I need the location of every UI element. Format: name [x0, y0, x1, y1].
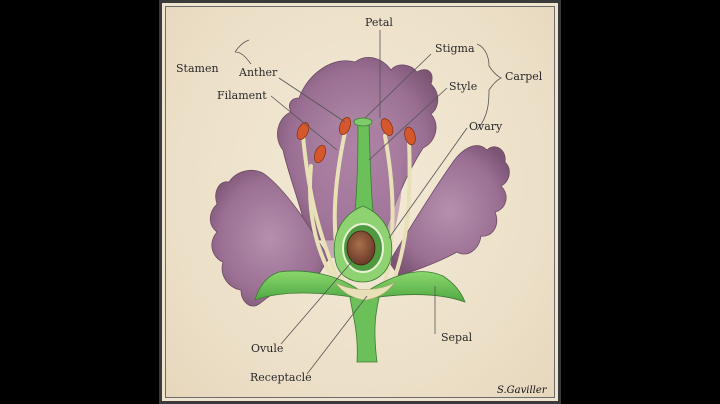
label-stigma: Stigma	[435, 42, 475, 55]
sepal-right	[369, 272, 465, 302]
label-anther: Anther	[238, 66, 278, 79]
label-stamen: Stamen	[176, 62, 219, 75]
label-style: Style	[449, 80, 477, 93]
carpel-brace	[477, 44, 501, 130]
label-petal: Petal	[365, 16, 393, 29]
artist-signature: S.Gaviller	[497, 385, 548, 396]
ovule	[347, 231, 375, 265]
label-filament: Filament	[217, 89, 267, 102]
stigma	[354, 118, 372, 126]
stamen-brace	[235, 40, 251, 64]
label-carpel: Carpel	[505, 70, 543, 83]
receptacle	[349, 290, 381, 362]
flower-diagram: Petal Stigma Stamen Anther Filament Styl…	[159, 0, 561, 404]
label-ovary: Ovary	[469, 120, 503, 133]
label-ovule: Ovule	[251, 342, 283, 355]
label-receptacle: Receptacle	[250, 371, 312, 384]
label-sepal: Sepal	[441, 331, 473, 344]
